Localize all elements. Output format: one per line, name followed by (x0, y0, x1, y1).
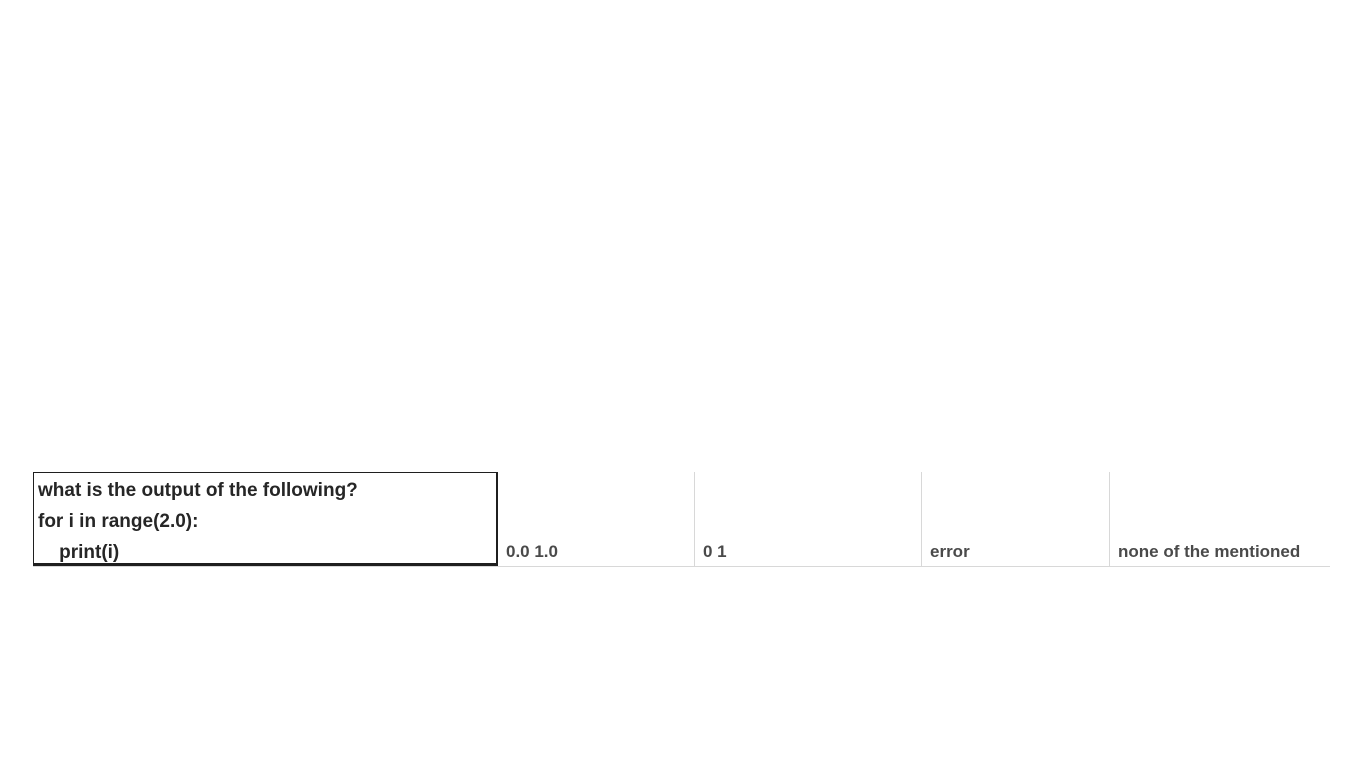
code-line-for: for i in range(2.0): (38, 511, 199, 532)
option-b-cell[interactable]: 0 1 (695, 472, 922, 566)
option-c-text: error (930, 542, 970, 561)
option-d-text: none of the mentioned (1118, 542, 1301, 561)
spreadsheet-row: what is the output of the following? for… (33, 472, 1330, 567)
option-d-cell[interactable]: none of the mentioned (1110, 472, 1330, 566)
question-cell[interactable]: what is the output of the following? for… (33, 472, 498, 566)
option-a-cell[interactable]: 0.0 1.0 (498, 472, 695, 566)
question-text: what is the output of the following? (38, 480, 358, 501)
code-line-print: print(i) (38, 542, 120, 563)
option-c-cell[interactable]: error (922, 472, 1110, 566)
option-a-text: 0.0 1.0 (506, 542, 558, 561)
option-b-text: 0 1 (703, 542, 727, 561)
